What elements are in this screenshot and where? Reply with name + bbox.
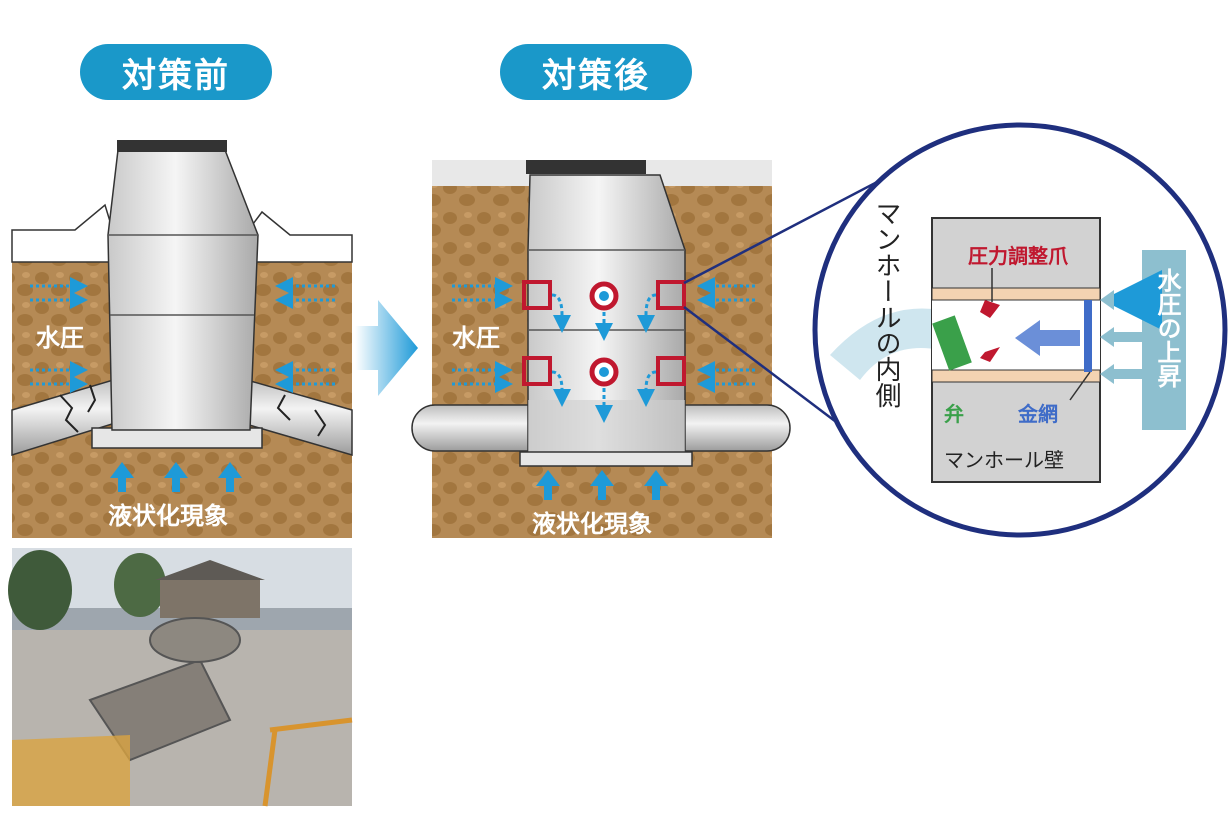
before-water-pressure-label: 水圧 [36,324,84,352]
pressure-claw-bottom [980,347,1000,362]
manhole-inside-label: マンホールの内側 [871,200,901,408]
before-manhole [107,149,259,431]
before-panel [11,140,353,538]
mesh [1084,300,1092,372]
after-liquefaction-label: 液状化現象 [532,510,652,538]
after-title: 対策後 [500,44,692,100]
mesh-label: 金網 [1018,402,1058,426]
liquefaction-arrows [110,462,668,500]
flow-arrow [1015,320,1080,356]
pressure-claw-label: 圧力調整爪 [968,244,1068,268]
transition-arrow [355,300,418,396]
pressure-claw-top [980,300,1000,318]
damage-photo [8,548,353,807]
after-water-pressure-label: 水圧 [452,324,500,352]
valve [932,315,972,371]
after-pressure-arrows [452,277,755,393]
valve-label: 弁 [944,402,964,426]
detail-circle [812,122,1228,538]
before-liquefaction-label: 液状化現象 [108,502,228,530]
pressure-rise-label: 水圧の上昇 [1153,268,1181,388]
before-title: 対策前 [80,44,272,100]
manhole-wall-label: マンホール壁 [944,448,1064,472]
